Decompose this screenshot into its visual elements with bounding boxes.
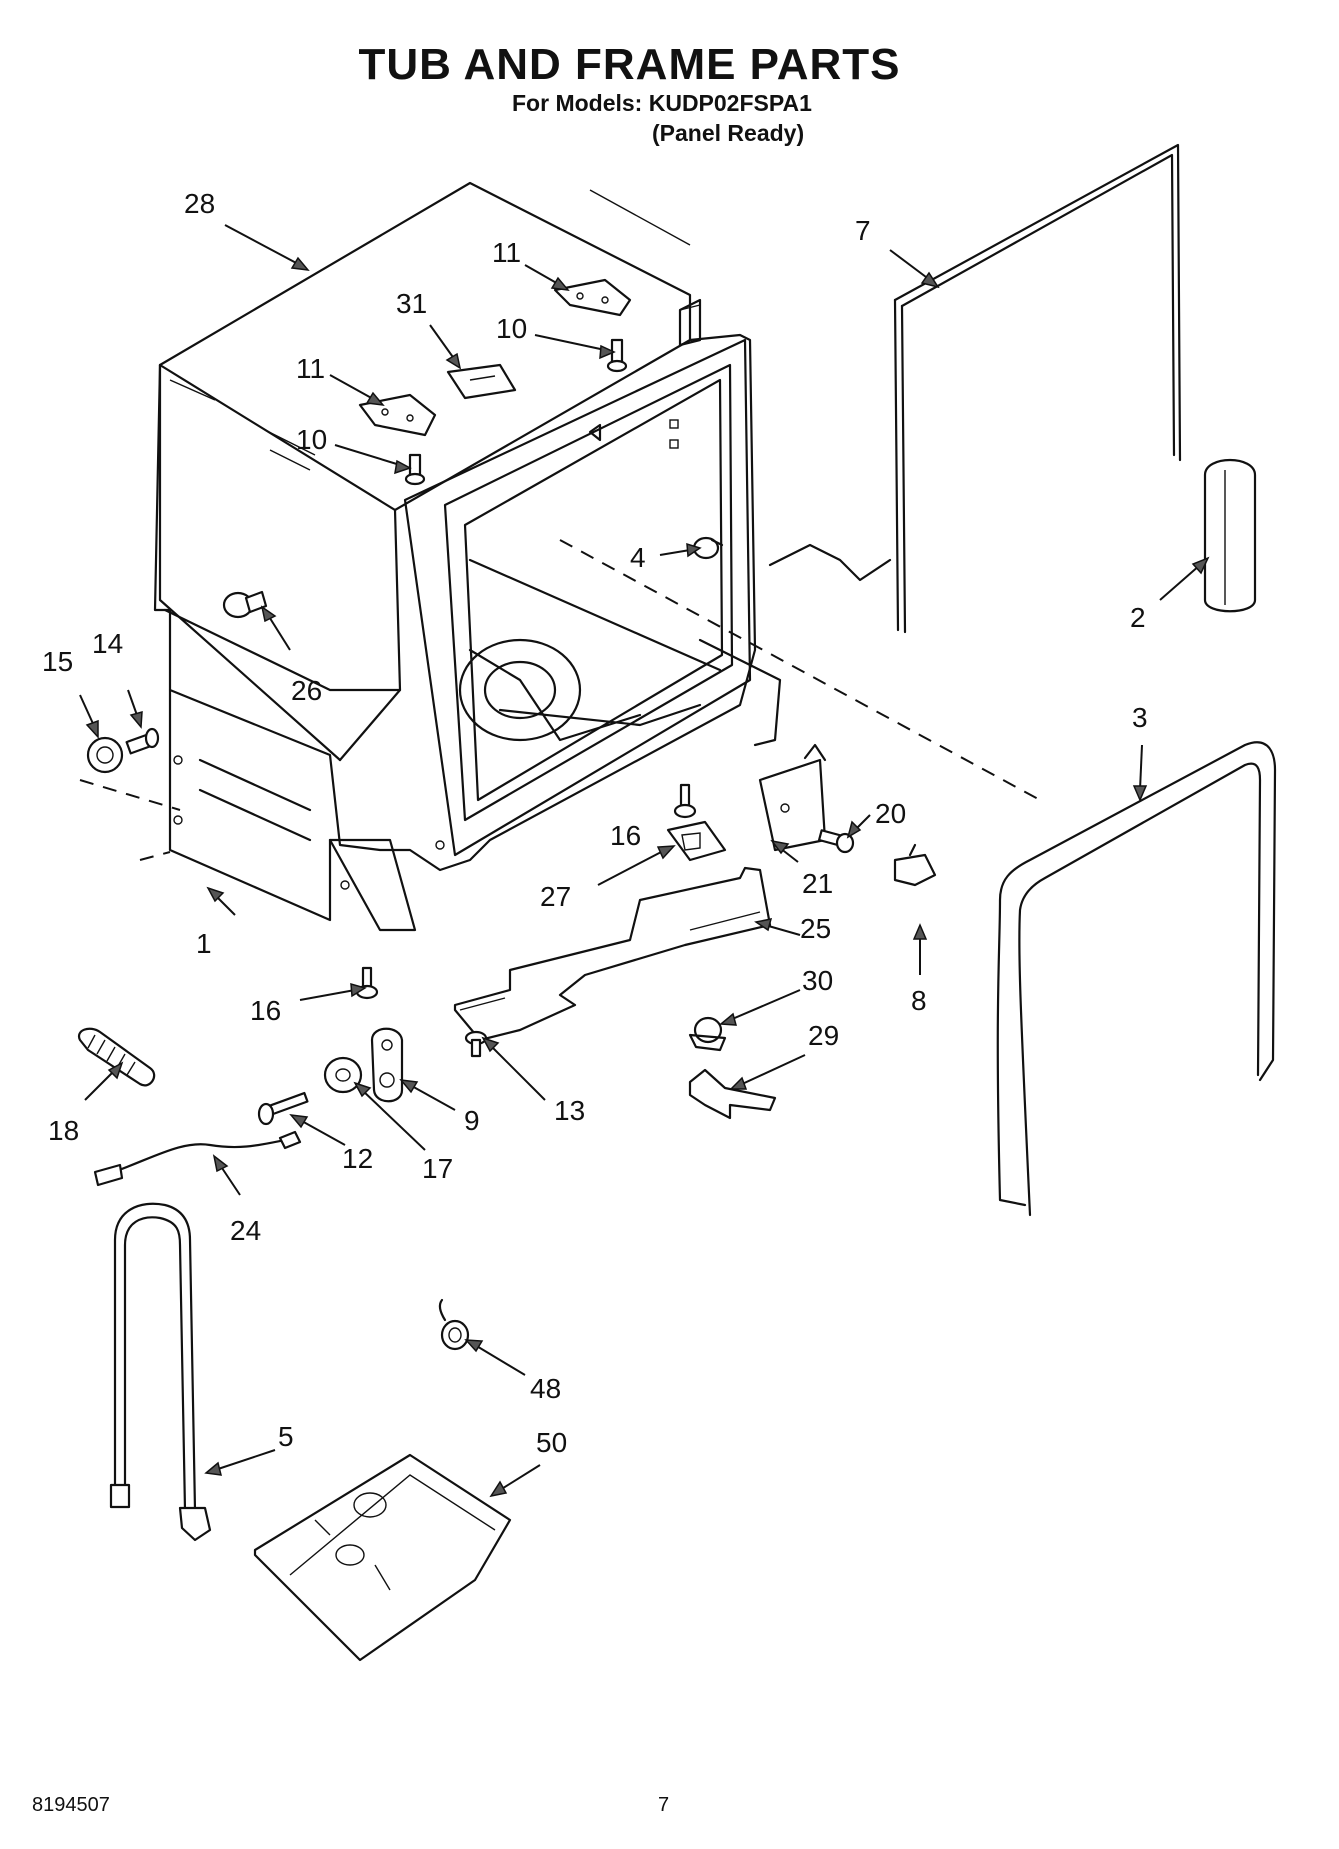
- part-25-access-panel: [453, 866, 772, 1042]
- callout-14: 14: [92, 628, 123, 659]
- part-5-drain-hose: [109, 1202, 212, 1542]
- callout-5: 5: [278, 1421, 294, 1452]
- callout-labels: 28 11 31 10 11 10 7 2 4 26 15 14 3 20 16…: [42, 188, 1148, 1458]
- callout-50: 50: [536, 1427, 567, 1458]
- part-29-bracket: [688, 1068, 777, 1120]
- part-18-spring: [77, 1027, 156, 1087]
- guide-line: [768, 543, 892, 582]
- callout-1: 1: [196, 928, 212, 959]
- part-7-gasket: [893, 143, 1182, 634]
- callout-11: 11: [296, 353, 325, 384]
- callout-30: 30: [802, 965, 833, 996]
- callout-8: 8: [911, 985, 927, 1016]
- part-11-hinge-bracket: [553, 278, 632, 317]
- callout-11: 11: [492, 237, 521, 268]
- part-15-nut: [86, 736, 124, 774]
- callout-16: 16: [250, 995, 281, 1026]
- part-24-ground-wire: [93, 1130, 302, 1187]
- callout-26: 26: [291, 675, 322, 706]
- part-12-screw: [257, 1091, 309, 1126]
- callout-13: 13: [554, 1095, 585, 1126]
- part-13-rivet: [464, 1030, 488, 1058]
- guide-line: [559, 539, 1041, 801]
- leader-arrows: [79, 224, 1210, 1498]
- callout-7: 7: [855, 215, 871, 246]
- callout-21: 21: [802, 868, 833, 899]
- callout-2: 2: [1130, 602, 1146, 633]
- part-20-screw: [817, 829, 855, 854]
- part-14-screw: [125, 727, 160, 755]
- guide-line: [139, 851, 171, 861]
- callout-9: 9: [464, 1105, 480, 1136]
- part-16-leveling-leg: [355, 966, 379, 1000]
- callout-4: 4: [630, 542, 646, 573]
- page-title: TUB AND FRAME PARTS: [358, 40, 901, 89]
- callout-16: 16: [610, 820, 641, 851]
- part-30-bushing: [688, 1016, 727, 1052]
- part-3-door-seal: [996, 741, 1277, 1217]
- part-27-clip: [666, 820, 727, 862]
- callout-28: 28: [184, 188, 215, 219]
- part-21-bracket: [758, 743, 827, 852]
- callout-3: 3: [1132, 702, 1148, 733]
- part-48-clamp: [438, 1298, 470, 1351]
- guide-line: [79, 779, 181, 811]
- part-31-clip: [446, 363, 517, 400]
- callout-29: 29: [808, 1020, 839, 1051]
- document-number: 8194507: [32, 1794, 110, 1816]
- part-9-latch-plate: [370, 1027, 404, 1103]
- callout-48: 48: [530, 1373, 561, 1404]
- part-10-screw: [404, 453, 426, 486]
- part-17-roller: [323, 1056, 363, 1094]
- part-8-clip: [893, 843, 937, 887]
- part-2-insulation-strip: [1203, 458, 1257, 613]
- callout-20: 20: [875, 798, 906, 829]
- callout-27: 27: [540, 881, 571, 912]
- model-variant: (Panel Ready): [652, 120, 805, 146]
- part-50-parts-bag: [253, 1453, 512, 1662]
- page-number: 7: [658, 1794, 670, 1816]
- callout-31: 31: [396, 288, 427, 319]
- callout-12: 12: [342, 1143, 373, 1174]
- callout-25: 25: [800, 913, 831, 944]
- callout-15: 15: [42, 646, 73, 677]
- callout-18: 18: [48, 1115, 79, 1146]
- part-26-plug: [222, 590, 268, 619]
- callout-24: 24: [230, 1215, 261, 1246]
- part-16-leveling-leg: [673, 783, 697, 819]
- part-10-screw: [606, 338, 628, 373]
- callout-10: 10: [496, 313, 527, 344]
- models-line: For Models: KUDP02FSPA1: [512, 90, 812, 116]
- callout-17: 17: [422, 1153, 453, 1184]
- callout-10: 10: [296, 424, 327, 455]
